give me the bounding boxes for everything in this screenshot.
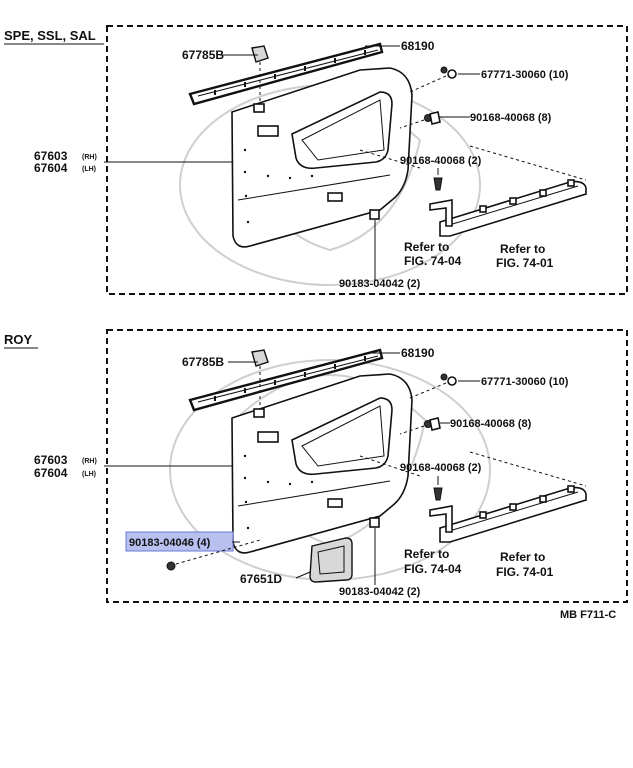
label-67603-side: (RH)	[82, 458, 97, 465]
label-67771-30060: 67771-30060 (10)	[481, 69, 569, 81]
panel-crease	[237, 174, 391, 201]
label-68190: 68190	[401, 39, 435, 53]
label-90168-2: 90168-40068 (2)	[400, 155, 482, 167]
label-90183-04042: 90183-04042 (2)	[339, 278, 421, 290]
screw-67771-icon	[440, 66, 457, 79]
label-refer-b-line2: FIG. 74-01	[496, 256, 554, 270]
clip-90168-2-icon	[433, 177, 443, 191]
clip-67785b-mount	[253, 408, 265, 418]
label-68190: 68190	[401, 346, 435, 360]
label-67651d: 67651D	[240, 572, 282, 586]
armrest-pocket	[291, 91, 393, 170]
label-67604-side: (LH)	[82, 166, 96, 173]
label-67603: 67603	[34, 149, 68, 163]
label-90183-04046[interactable]: 90183-04046 (4)	[129, 537, 211, 549]
section-spe-ssl-sal: SPE, SSL, SAL	[4, 25, 628, 295]
label-refer-b-line1: Refer to	[500, 550, 545, 564]
panel-dots	[243, 454, 314, 530]
clip-90168-2-icon	[433, 487, 443, 501]
label-90168-2: 90168-40068 (2)	[400, 462, 482, 474]
clip-67785b	[251, 349, 269, 367]
section-title: ROY	[4, 332, 33, 347]
clip-67785b	[251, 45, 269, 63]
inside-handle-bracket	[429, 505, 453, 533]
label-67603: 67603	[34, 453, 68, 467]
panel-window-switch	[257, 125, 279, 137]
inside-handle-bracket	[429, 199, 453, 227]
armrest-inner	[301, 405, 385, 467]
label-refer-a-line1: Refer to	[404, 547, 449, 561]
label-refer-a-line2: FIG. 74-04	[404, 562, 462, 576]
figure-code: MB F711-C	[560, 609, 616, 621]
belt-weatherstrip-groove	[197, 355, 379, 403]
section-roy: ROY	[4, 329, 628, 603]
label-67604-side: (LH)	[82, 471, 96, 478]
armrest-studs	[479, 179, 575, 213]
panel-crease	[237, 480, 391, 507]
label-67785b: 67785B	[182, 355, 224, 369]
section-frame	[106, 329, 628, 603]
section-frame	[106, 25, 628, 295]
clip-90168-8-icon	[424, 417, 441, 431]
cover-67651d	[309, 537, 353, 583]
clip-90183-04042	[369, 517, 380, 528]
armrest-inner	[301, 99, 385, 161]
label-refer-a-line2: FIG. 74-04	[404, 254, 462, 268]
section-title: SPE, SSL, SAL	[4, 28, 96, 43]
clip-90183-04046-icon	[166, 561, 176, 571]
label-90183-04042: 90183-04042 (2)	[339, 586, 421, 598]
panel-handle-slot	[327, 192, 343, 202]
belt-weatherstrip-groove	[197, 49, 379, 97]
label-67603-side: (RH)	[82, 154, 97, 161]
label-67785b: 67785B	[182, 48, 224, 62]
clip-90168-8-icon	[424, 111, 441, 125]
label-refer-a-line1: Refer to	[404, 240, 449, 254]
label-90168-8: 90168-40068 (8)	[470, 112, 552, 124]
panel-dots	[243, 148, 314, 224]
clip-90183-04042	[369, 209, 380, 220]
panel-handle-slot	[327, 498, 343, 508]
label-67604: 67604	[34, 161, 68, 175]
label-90168-8: 90168-40068 (8)	[450, 418, 532, 430]
armrest-studs	[479, 485, 575, 519]
label-67604: 67604	[34, 466, 68, 480]
belt-weatherstrip-marks	[214, 356, 366, 401]
belt-weatherstrip-marks	[214, 50, 366, 95]
label-refer-b-line2: FIG. 74-01	[496, 565, 554, 579]
label-refer-b-line1: Refer to	[500, 242, 545, 256]
screw-67771-icon	[440, 373, 457, 386]
clip-67785b-mount	[253, 103, 265, 113]
panel-window-switch	[257, 431, 279, 443]
label-67771-30060: 67771-30060 (10)	[481, 376, 569, 388]
